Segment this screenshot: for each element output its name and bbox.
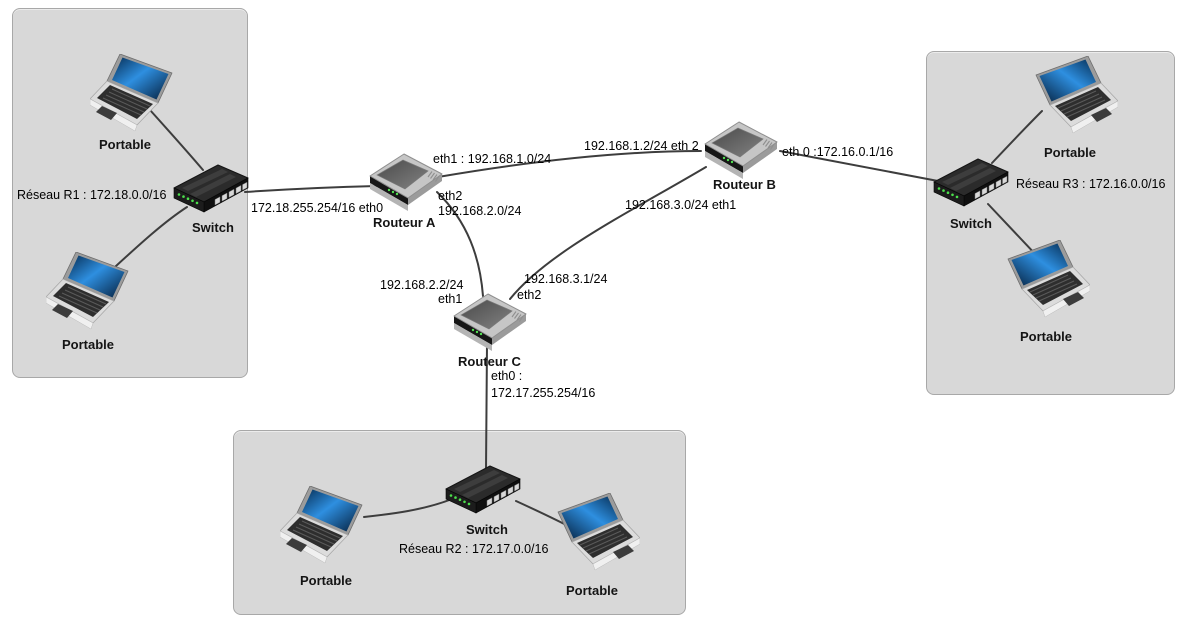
laptop-icon bbox=[280, 486, 370, 568]
router-b-eth2-label: 192.168.1.2/24 eth 2 bbox=[584, 139, 699, 153]
router-c-eth1-ip-label: 192.168.2.2/24 bbox=[380, 278, 464, 292]
link-router-a-router-b bbox=[437, 150, 702, 178]
switch-label: Switch bbox=[192, 220, 234, 235]
link-router-a-router-c bbox=[436, 191, 484, 297]
portable-label: Portable bbox=[1020, 329, 1073, 344]
network-r1-label: Réseau R1 : 172.18.0.0/16 bbox=[17, 188, 167, 202]
network-box-r3 bbox=[926, 51, 1175, 395]
link-router-b-switch-r3 bbox=[779, 150, 939, 182]
router-c-eth2-ip-label: 192.168.3.1/24 bbox=[524, 272, 608, 286]
router-a-eth0-label: 172.18.255.254/16 eth0 bbox=[251, 201, 384, 215]
laptop-icon bbox=[90, 54, 180, 136]
link-portable2-switch-r1 bbox=[115, 206, 188, 267]
link-router-c-switch-r2 bbox=[485, 343, 488, 471]
router-c-label: Routeur C bbox=[458, 354, 521, 369]
network-r3-label: Réseau R3 : 172.16.0.0/16 bbox=[1016, 177, 1166, 191]
router-a-eth2-name-label: eth2 bbox=[438, 189, 463, 203]
link-switch-r3-portable-top bbox=[991, 110, 1043, 164]
laptop-icon bbox=[46, 252, 136, 334]
portable-label: Portable bbox=[566, 583, 619, 598]
router-c-eth1-name-label: eth1 bbox=[438, 292, 463, 306]
laptop-icon bbox=[1028, 56, 1118, 138]
router-a-label: Routeur A bbox=[373, 215, 436, 230]
router-b-eth1-label: 192.168.3.0/24 eth1 bbox=[625, 198, 737, 212]
router-icon bbox=[697, 118, 781, 184]
router-c-eth2-name-label: eth2 bbox=[517, 288, 542, 302]
switch-label: Switch bbox=[950, 216, 992, 231]
portable-label: Portable bbox=[99, 137, 152, 152]
router-b-eth0-label: eth 0 :172.16.0.1/16 bbox=[782, 145, 894, 159]
portable-label: Portable bbox=[62, 337, 115, 352]
laptop-icon bbox=[550, 493, 640, 575]
switch-label: Switch bbox=[466, 522, 508, 537]
router-c-eth0-name-label: eth0 : bbox=[491, 369, 523, 383]
portable-label: Portable bbox=[300, 573, 353, 588]
link-switch-r2-portable-left bbox=[363, 498, 453, 518]
portable-label: Portable bbox=[1044, 145, 1097, 160]
switch-icon bbox=[932, 156, 1010, 214]
switch-icon bbox=[444, 463, 522, 521]
switch-icon bbox=[172, 162, 250, 220]
link-router-b-router-c bbox=[509, 166, 707, 300]
router-b-label: Routeur B bbox=[713, 177, 776, 192]
network-r2-label: Réseau R2 : 172.17.0.0/16 bbox=[399, 542, 549, 556]
router-a-eth2-net-label: 192.168.2.0/24 bbox=[438, 204, 522, 218]
router-c-eth0-ip-label: 172.17.255.254/16 bbox=[491, 386, 596, 400]
link-switch-r1-router-a bbox=[244, 185, 378, 193]
link-portable1-switch-r1 bbox=[149, 109, 204, 171]
router-a-eth1-label: eth1 : 192.168.1.0/24 bbox=[433, 152, 552, 166]
laptop-icon bbox=[1000, 240, 1090, 322]
